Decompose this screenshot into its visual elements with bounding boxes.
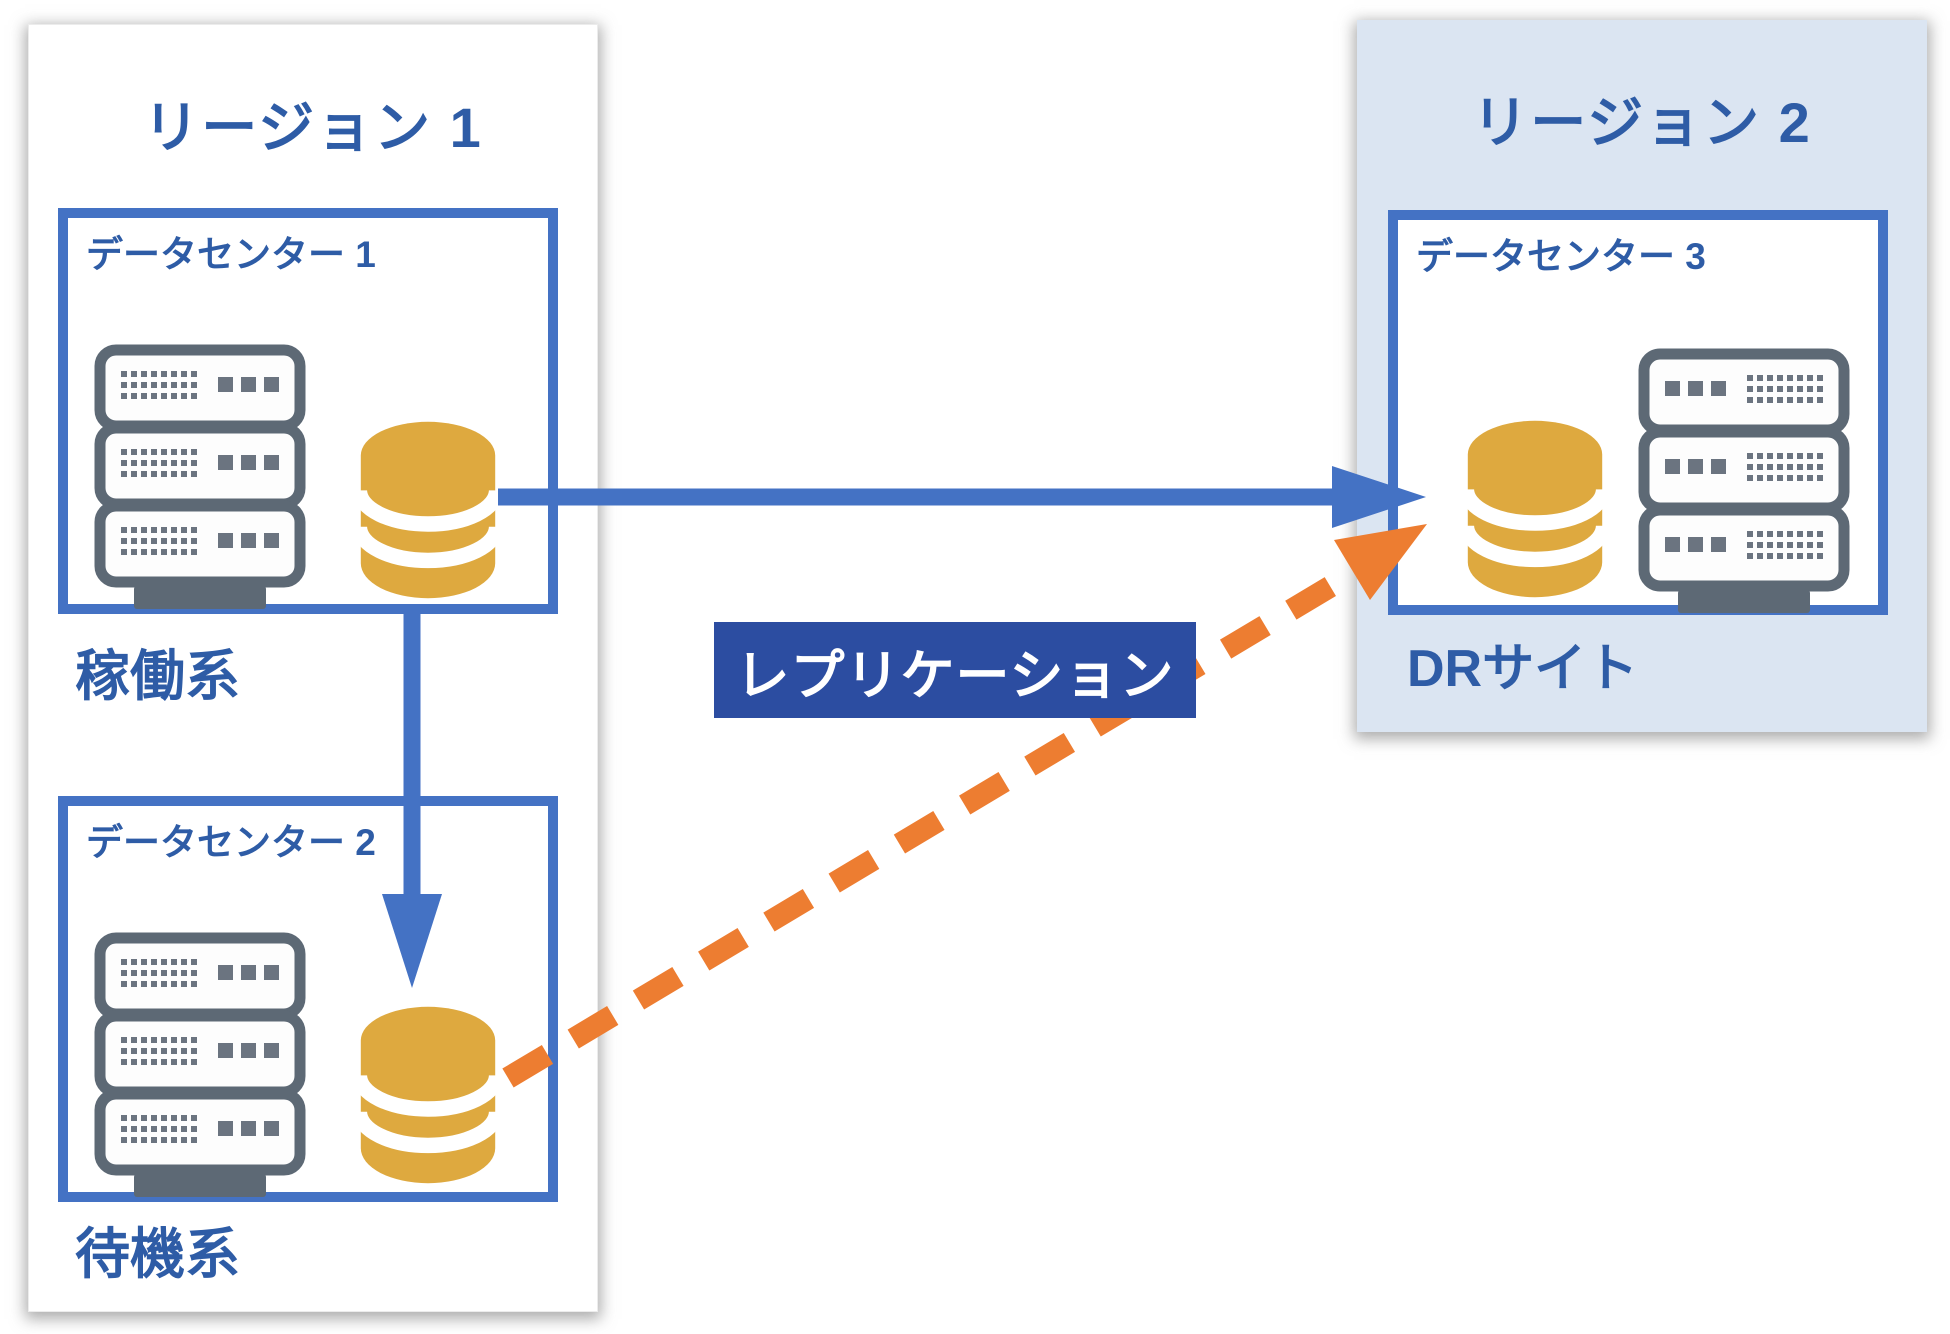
database-cylinder-icon xyxy=(358,421,498,599)
datacenter-3-box: データセンター 3 xyxy=(1388,210,1888,615)
datacenter-2-caption: 待機系 xyxy=(75,1223,241,1285)
datacenter-2-box: データセンター 2 xyxy=(58,796,558,1202)
datacenter-1-title: データセンター 1 xyxy=(86,234,376,275)
database-cylinder-icon xyxy=(358,1006,498,1184)
region-2-box: リージョン 2 データセンター 3 xyxy=(1357,20,1927,732)
datacenter-1-caption: 稼働系 xyxy=(75,645,241,707)
server-rack-icon xyxy=(94,932,306,1197)
arrow-active-to-dr xyxy=(498,466,1426,528)
datacenter-1-box: データセンター 1 xyxy=(58,208,558,614)
region-2-title: リージョン 2 xyxy=(1472,91,1812,154)
replication-label: レプリケーション xyxy=(714,622,1196,718)
datacenter-2-title: データセンター 2 xyxy=(86,822,376,863)
server-rack-icon xyxy=(1638,348,1850,613)
datacenter-3-title: データセンター 3 xyxy=(1416,236,1706,277)
database-cylinder-icon xyxy=(1465,420,1605,598)
server-rack-icon xyxy=(94,344,306,609)
region-1-title: リージョン 1 xyxy=(143,96,483,159)
datacenter-3-caption: DRサイト xyxy=(1407,640,1639,698)
arrow-standby-to-dr-dashed xyxy=(502,524,1427,1088)
region-1-box: リージョン 1 データセンター 1 xyxy=(28,24,598,1312)
